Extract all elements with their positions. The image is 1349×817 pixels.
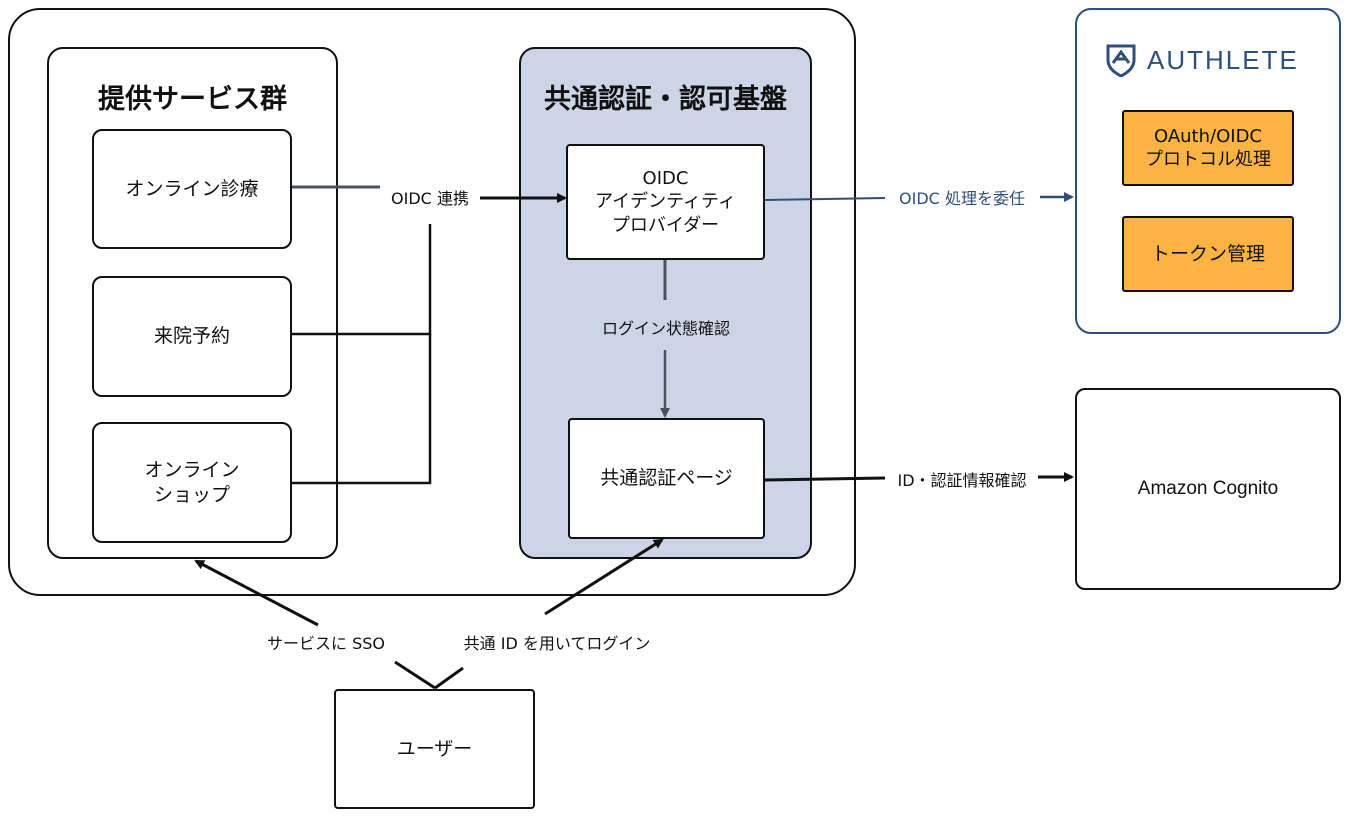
auth-platform-title: 共通認証・認可基盤 (544, 84, 787, 115)
amazon-cognito: Amazon Cognito (1075, 388, 1341, 590)
connector-sso-a (194, 559, 319, 627)
service-group-title: 提供サービス群 (98, 84, 287, 115)
connector-login-b (434, 666, 464, 690)
label-oidc-federation: OIDC 連携 (387, 183, 473, 211)
connector-shop (292, 334, 432, 485)
authlete-logo-text: AUTHLETE (1147, 44, 1299, 75)
service-reservation: 来院予約 (92, 276, 292, 397)
label-login-state-check: ログイン状態確認 (597, 313, 735, 341)
common-login-page: 共通認証ページ (568, 418, 765, 539)
connector-reservation (292, 224, 432, 336)
connector-auth-check-a (764, 476, 886, 482)
label-oidc-delegate: OIDC 処理を委任 (895, 183, 1029, 211)
authlete-region (1075, 8, 1341, 334)
label-sso: サービスに SSO (263, 628, 389, 656)
connector-login-a (544, 538, 664, 616)
oidc-identity-provider: OIDC アイデンティティ プロバイダー (566, 144, 765, 260)
service-online-shop: オンライン ショップ (92, 422, 292, 543)
service-online-consultation: オンライン診療 (92, 129, 292, 249)
label-id-auth-check: ID・認証情報確認 (893, 465, 1031, 493)
authlete-protocol-processing: OAuth/OIDC プロトコル処理 (1122, 110, 1294, 186)
user-box: ユーザー (334, 689, 535, 809)
authlete-logo-icon (1106, 44, 1136, 77)
authlete-logo: AUTHLETE (1105, 43, 1299, 77)
authlete-token-management: トークン管理 (1122, 216, 1294, 292)
system-container (8, 8, 856, 596)
label-common-id-login: 共通 ID を用いてログイン (459, 628, 655, 656)
connector-delegate-a (764, 197, 886, 201)
connector-sso-b (394, 660, 436, 690)
